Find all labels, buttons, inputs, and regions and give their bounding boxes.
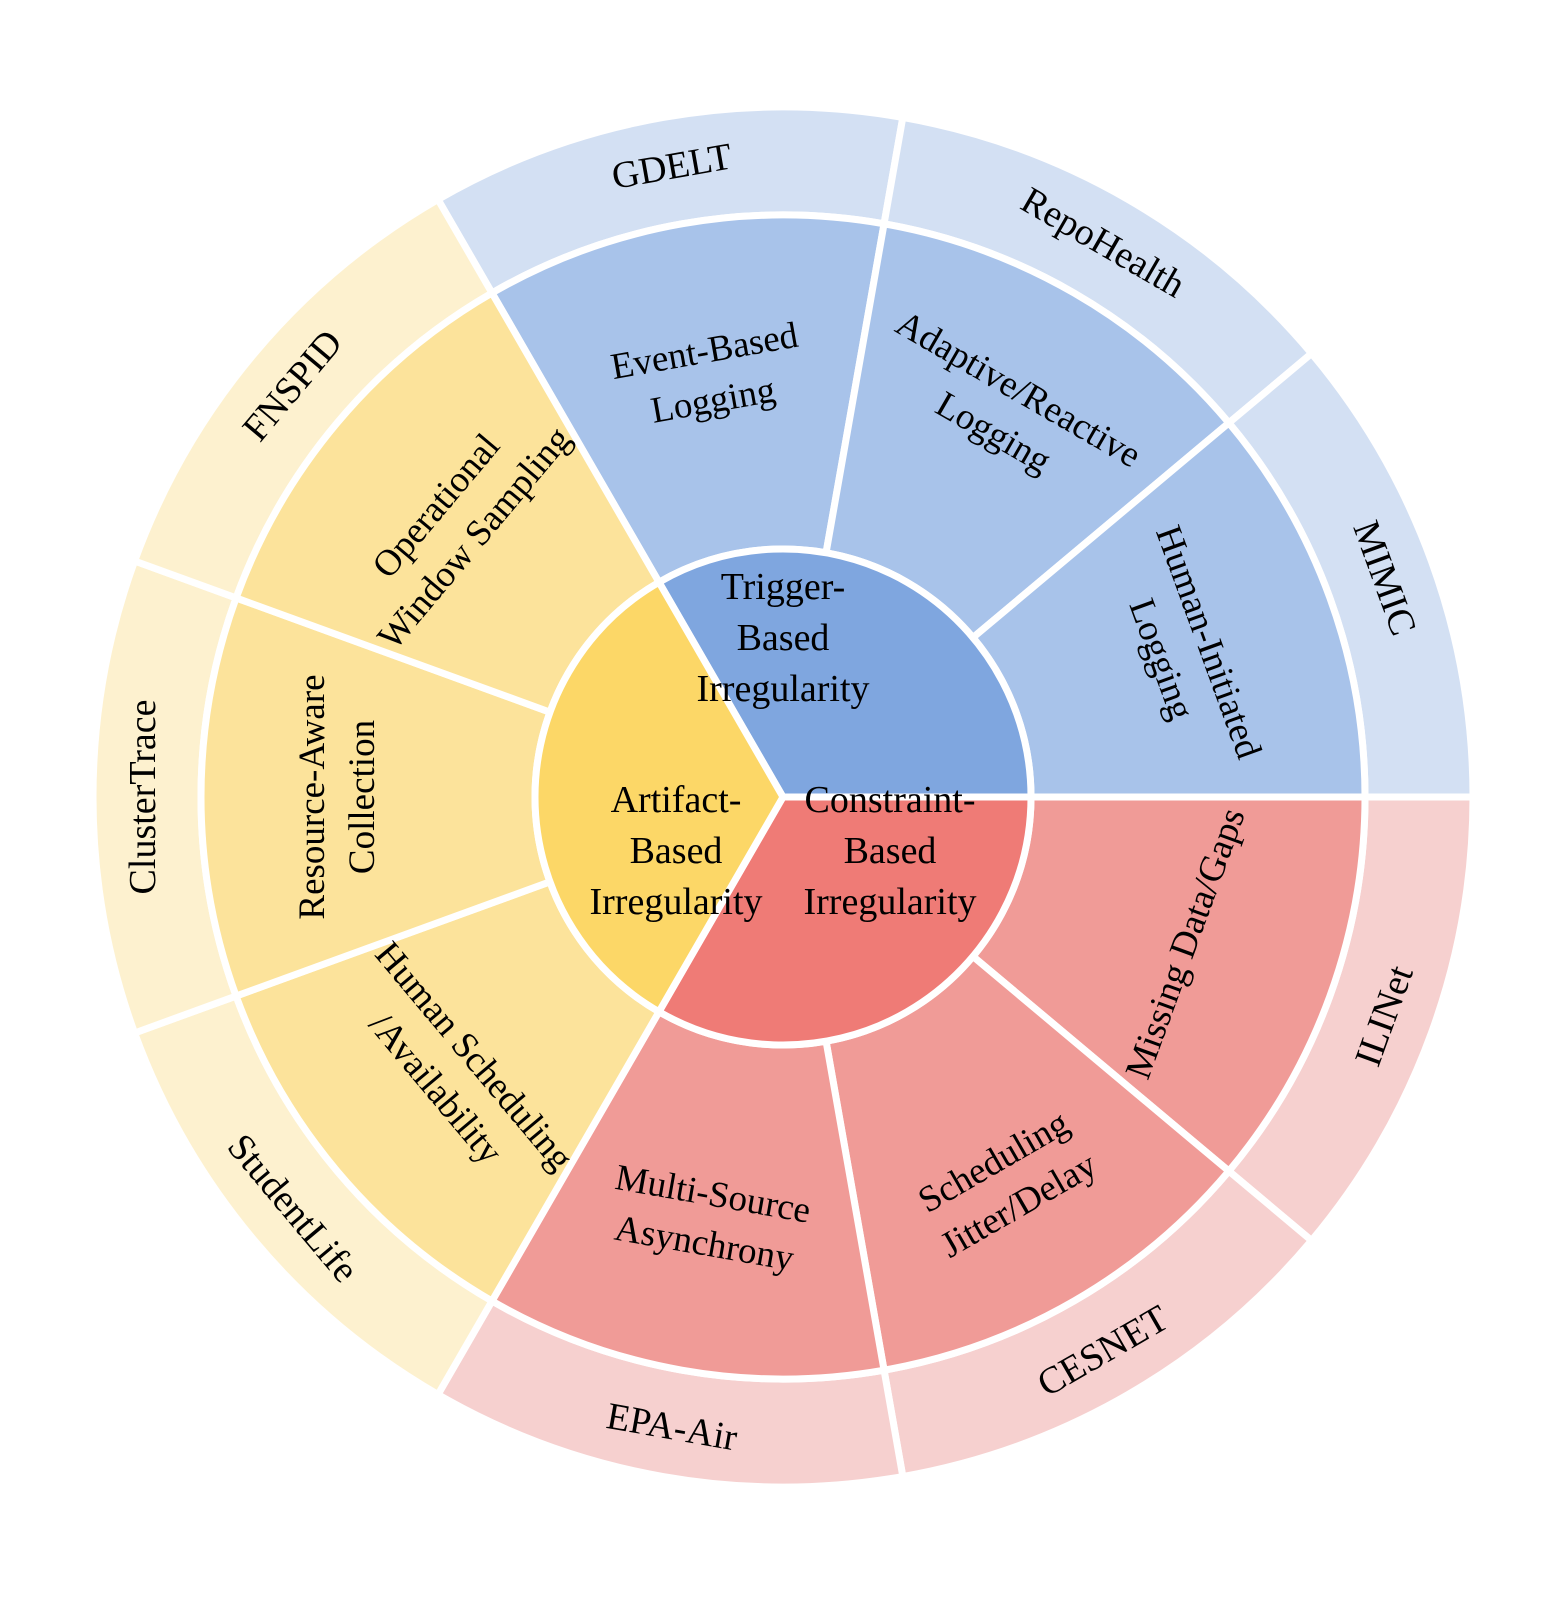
category-sector — [434, 103, 1477, 801]
category-core — [531, 578, 787, 1016]
category-label-line: Artifact- — [611, 779, 742, 821]
rings-layer — [89, 103, 1477, 1491]
category-label-line: Based — [630, 830, 723, 872]
category-label-line: Based — [737, 617, 830, 659]
subcategory-label-line: Resource-Aware — [292, 674, 333, 919]
category-core — [655, 793, 1035, 1049]
category-label-line: Irregularity — [696, 668, 869, 710]
category-sector — [434, 793, 1477, 1491]
subcategory-label-line: Collection — [342, 720, 383, 874]
dataset-label: ClusterTrace — [122, 700, 164, 895]
category-sector — [89, 195, 787, 1399]
category-label-line: Constraint- — [805, 779, 976, 821]
category-label-line: Based — [844, 830, 937, 872]
category-label-line: Trigger- — [721, 566, 846, 608]
category-label-line: Irregularity — [803, 881, 976, 923]
category-label-line: Irregularity — [589, 881, 762, 923]
category-core — [655, 545, 1035, 801]
